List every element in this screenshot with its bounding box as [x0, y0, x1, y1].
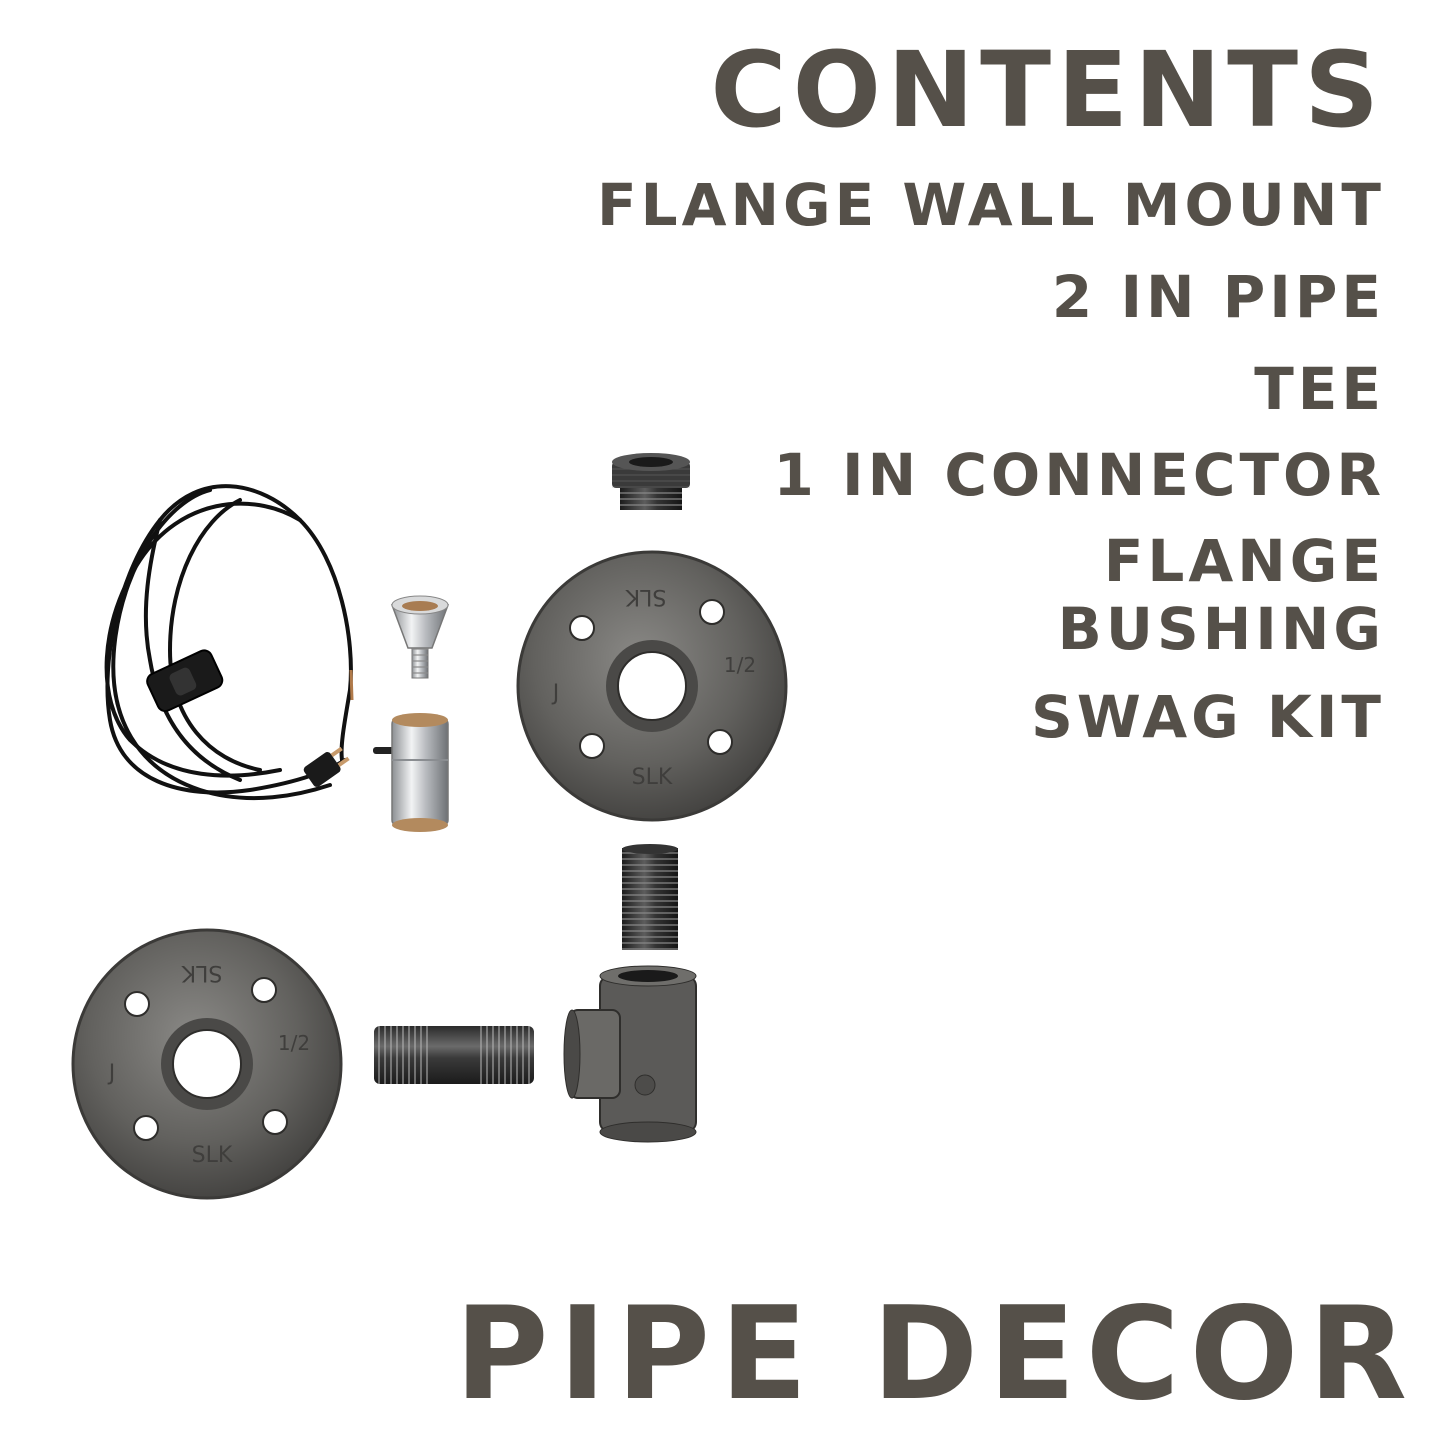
swag-kit-cord: [104, 484, 353, 801]
dimmer-switch: [146, 649, 224, 713]
contents-item-tee: TEE: [1254, 355, 1385, 423]
contents-item-2-in-pipe: 2 IN PIPE: [1051, 263, 1385, 331]
brand-logo: PIPE DECOR: [454, 1280, 1417, 1429]
tee-fitting: [563, 965, 697, 1143]
contents-item-flange-wall-mount: FLANGE WALL MOUNT: [596, 171, 1385, 239]
contents-heading: CONTENTS: [710, 29, 1385, 151]
contents-item-swag-kit: SWAG KIT: [1031, 683, 1385, 751]
two-inch-pipe: [374, 1026, 534, 1084]
flange-maker-mark-2-top: SLK: [181, 960, 222, 985]
socket-shell: [373, 713, 449, 832]
connector-nipple: [622, 844, 678, 950]
flange-letter-mark: J: [551, 681, 560, 706]
flange-size-mark-2: 1/2: [278, 1031, 310, 1055]
contents-item-bushing: BUSHING: [1057, 595, 1385, 663]
flange-maker-mark: SLK: [632, 765, 673, 790]
contents-item-1-in-connector: 1 IN CONNECTOR: [773, 441, 1385, 509]
bushing: [612, 453, 690, 510]
plug: [303, 746, 350, 787]
contents-item-flange: FLANGE: [1103, 527, 1385, 595]
top-flange: SLK J 1/2 SLK: [516, 550, 788, 822]
flange-letter-mark-2: J: [107, 1061, 116, 1086]
flange-maker-mark-top: SLK: [625, 584, 666, 609]
flange-maker-mark-2: SLK: [192, 1143, 233, 1168]
bottom-flange: SLK J 1/2 SLK: [71, 928, 343, 1200]
flange-size-mark: 1/2: [724, 653, 756, 677]
socket-cap: [390, 595, 450, 679]
